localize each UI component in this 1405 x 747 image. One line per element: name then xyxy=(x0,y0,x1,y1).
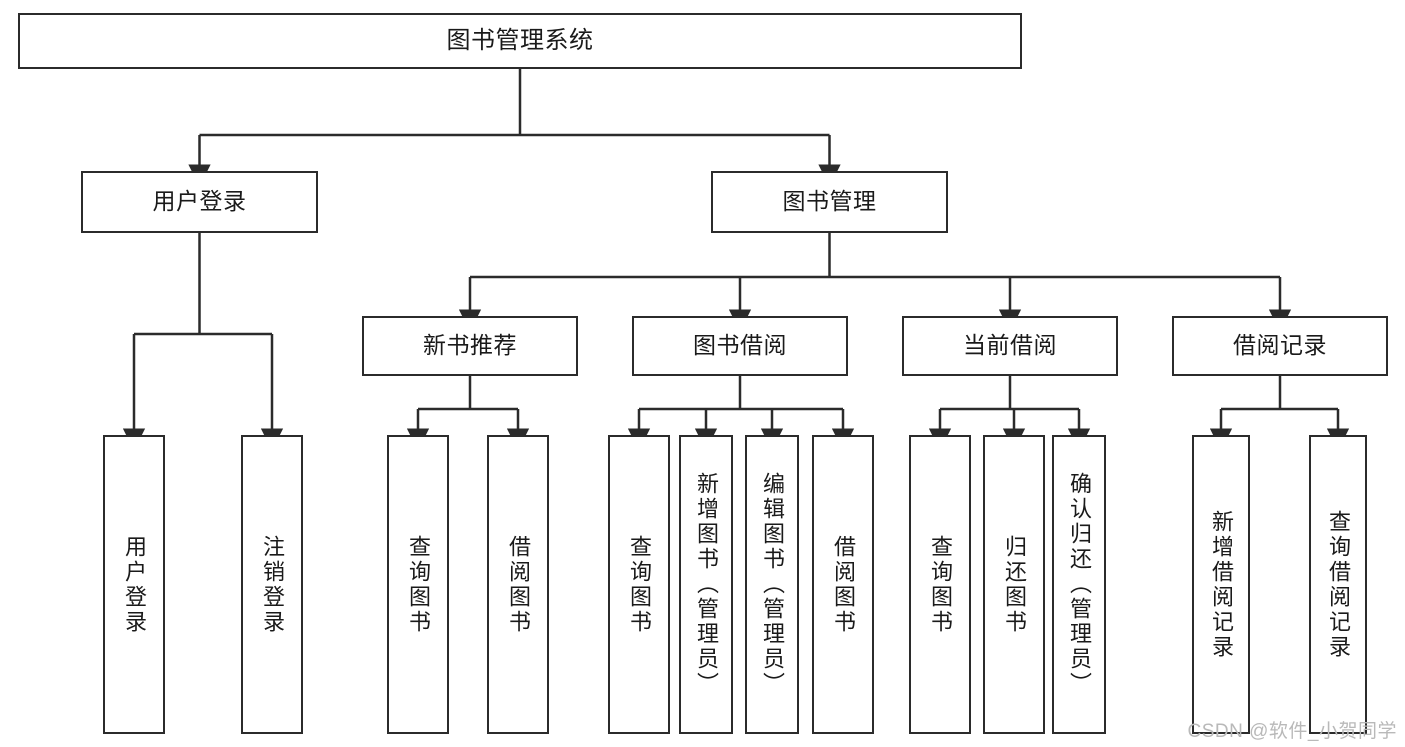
leaf-add-borrow-record-label: 新增借阅记录 xyxy=(1208,509,1234,660)
leaf-logout[interactable]: 注销登录 xyxy=(241,435,303,734)
leaf-return-book-label: 归还图书 xyxy=(1001,534,1027,635)
watermark: CSDN @软件_小贺同学 xyxy=(1187,721,1397,742)
node-user-login-label: 用户登录 xyxy=(152,188,247,215)
leaf-user-login[interactable]: 用户登录 xyxy=(103,435,165,734)
node-root-label: 图书管理系统 xyxy=(446,26,594,54)
leaf-borrow-book-recommend[interactable]: 借阅图书 xyxy=(487,435,549,734)
leaf-edit-book-admin[interactable]: 编辑图书（管理员） xyxy=(745,435,799,734)
leaf-add-borrow-record[interactable]: 新增借阅记录 xyxy=(1192,435,1250,734)
node-current-borrow-label: 当前借阅 xyxy=(963,332,1057,359)
leaf-logout-label: 注销登录 xyxy=(259,534,285,635)
node-new-book-recommend-label: 新书推荐 xyxy=(423,332,517,359)
leaf-user-login-label: 用户登录 xyxy=(121,534,147,635)
node-book-borrow-label: 图书借阅 xyxy=(693,332,787,359)
node-new-book-recommend[interactable]: 新书推荐 xyxy=(362,316,578,376)
leaf-query-book-borrow[interactable]: 查询图书 xyxy=(608,435,670,734)
leaf-add-book-admin[interactable]: 新增图书（管理员） xyxy=(679,435,733,734)
node-book-management-label: 图书管理 xyxy=(782,188,877,215)
leaf-query-book-current[interactable]: 查询图书 xyxy=(909,435,971,734)
leaf-query-book-current-label: 查询图书 xyxy=(927,534,953,635)
leaf-borrow-book-recommend-label: 借阅图书 xyxy=(505,534,531,635)
node-user-login[interactable]: 用户登录 xyxy=(81,171,318,233)
leaf-borrow-book-borrow[interactable]: 借阅图书 xyxy=(812,435,874,734)
leaf-confirm-return-admin-label: 确认归还（管理员） xyxy=(1066,472,1092,697)
node-current-borrow[interactable]: 当前借阅 xyxy=(902,316,1118,376)
leaf-add-book-admin-label: 新增图书（管理员） xyxy=(693,472,719,697)
node-borrow-record[interactable]: 借阅记录 xyxy=(1172,316,1388,376)
node-book-management[interactable]: 图书管理 xyxy=(711,171,948,233)
leaf-query-book-recommend[interactable]: 查询图书 xyxy=(387,435,449,734)
node-book-borrow[interactable]: 图书借阅 xyxy=(632,316,848,376)
leaf-query-book-borrow-label: 查询图书 xyxy=(626,534,652,635)
leaf-borrow-book-borrow-label: 借阅图书 xyxy=(830,534,856,635)
node-root[interactable]: 图书管理系统 xyxy=(18,13,1022,69)
leaf-confirm-return-admin[interactable]: 确认归还（管理员） xyxy=(1052,435,1106,734)
node-borrow-record-label: 借阅记录 xyxy=(1233,332,1327,359)
leaf-return-book[interactable]: 归还图书 xyxy=(983,435,1045,734)
leaf-edit-book-admin-label: 编辑图书（管理员） xyxy=(759,472,785,697)
leaf-query-book-recommend-label: 查询图书 xyxy=(405,534,431,635)
leaf-query-borrow-record[interactable]: 查询借阅记录 xyxy=(1309,435,1367,734)
leaf-query-borrow-record-label: 查询借阅记录 xyxy=(1325,509,1351,660)
